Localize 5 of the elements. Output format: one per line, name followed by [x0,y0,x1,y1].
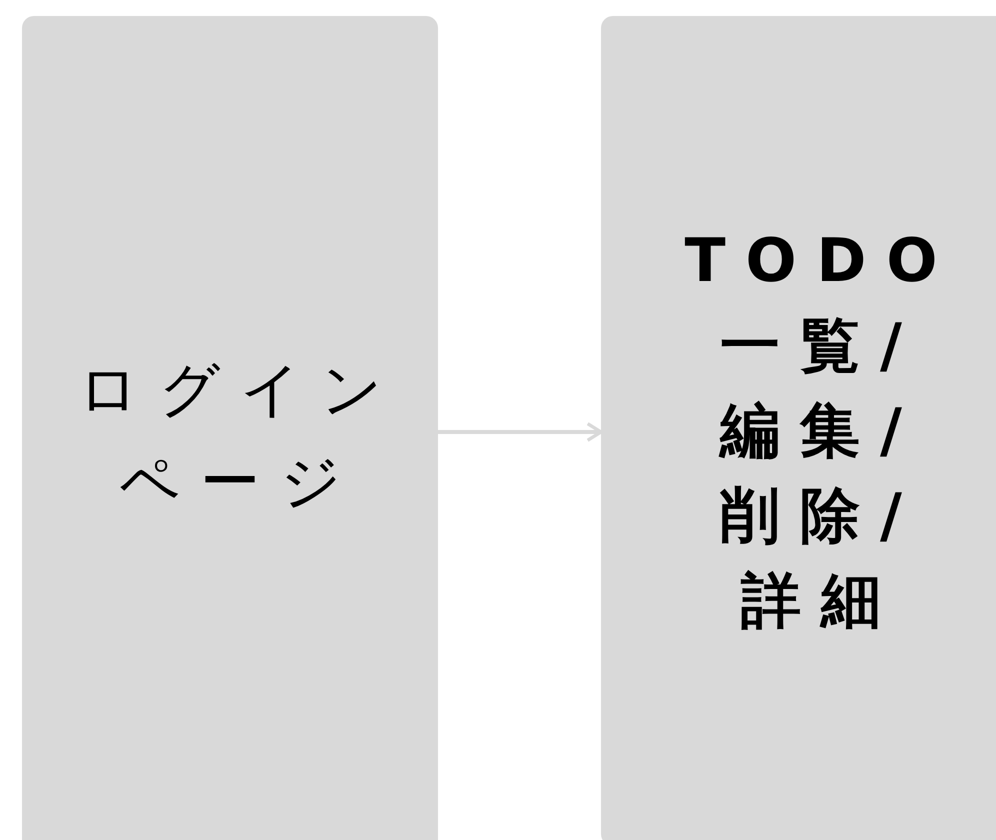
page-box [601,16,996,840]
page-label: ログインページ [77,354,403,519]
arrow [438,422,603,442]
page-label: TODO一覧/編集/削除/詳細 [684,224,958,638]
page-box [22,16,438,840]
